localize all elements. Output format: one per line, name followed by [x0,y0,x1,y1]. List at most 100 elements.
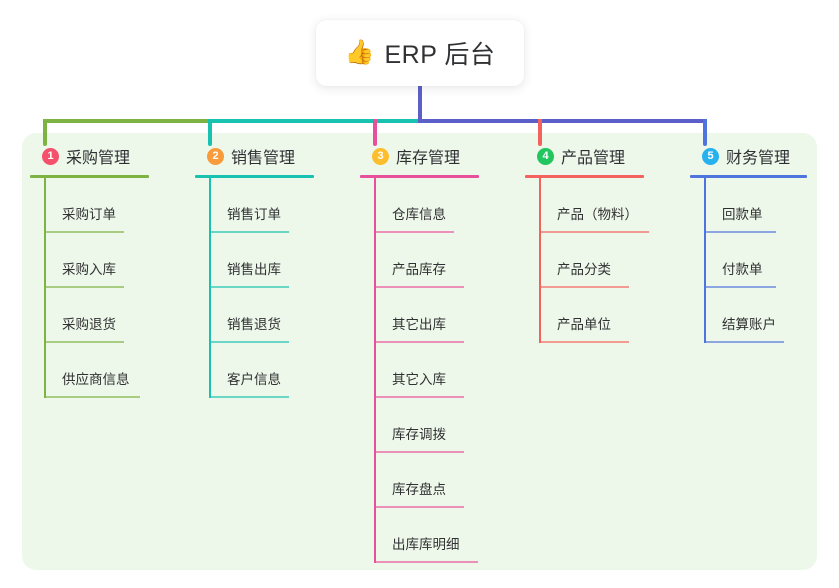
branch-item[interactable]: 销售出库 [195,233,345,288]
branch-item-rule [704,286,776,288]
branch-item[interactable]: 库存调拨 [360,398,510,453]
branch-item-label: 库存调拨 [392,427,446,442]
branch-badge-2: 2 [207,147,224,165]
root-node[interactable]: 👍 ERP 后台 [316,20,524,86]
branch-item-label: 付款单 [722,262,763,277]
branch-rule-3 [360,175,479,178]
branch-item-label: 产品库存 [392,262,446,277]
branch-item-label: 产品（物料） [557,207,638,222]
branch-item-label: 仓库信息 [392,207,446,222]
branch-badge-4: 4 [537,147,554,165]
branch-badge-5: 5 [702,147,719,165]
branch-item[interactable]: 付款单 [690,233,839,288]
branch-item-rule [704,341,784,343]
branch-item[interactable]: 结算账户 [690,288,839,343]
branch-column-3[interactable]: 3 库存管理仓库信息产品库存其它出库其它入库库存调拨库存盘点出库库明细 [360,143,510,563]
branch-item-label: 结算账户 [722,317,776,332]
branch-header-1[interactable]: 1 采购管理 [30,143,180,169]
branch-item-rule [44,286,124,288]
branch-header-5[interactable]: 5 财务管理 [690,143,839,169]
branch-item[interactable]: 供应商信息 [30,343,180,398]
branch-item-rule [209,231,289,233]
branch-item[interactable]: 采购入库 [30,233,180,288]
branch-header-3[interactable]: 3 库存管理 [360,143,510,169]
branch-item-label: 出库库明细 [392,537,460,552]
branch-rule-5 [690,175,807,178]
branch-item-label: 采购订单 [62,207,116,222]
branch-item[interactable]: 仓库信息 [360,178,510,233]
connector-drop-2 [208,119,212,146]
connector-segment-3 [418,119,706,123]
branch-item[interactable]: 采购订单 [30,178,180,233]
branch-item-label: 供应商信息 [62,372,130,387]
branch-item-rule [539,231,649,233]
branch-item-label: 库存盘点 [392,482,446,497]
branch-spine-4 [539,178,541,343]
branch-item[interactable]: 出库库明细 [360,508,510,563]
branch-items-1: 采购订单采购入库采购退货供应商信息 [30,178,180,398]
root-stem [418,84,422,123]
branch-item-label: 产品分类 [557,262,611,277]
branch-item[interactable]: 回款单 [690,178,839,233]
branch-item-rule [374,341,464,343]
branch-item-rule [374,506,464,508]
connector-drop-1 [43,119,47,146]
branch-item-rule [374,451,464,453]
branch-item-label: 其它入库 [392,372,446,387]
root-node-title: ERP 后台 [384,41,496,69]
branch-item[interactable]: 产品库存 [360,233,510,288]
connector-segment-2 [209,119,420,123]
branch-column-1[interactable]: 1 采购管理采购订单采购入库采购退货供应商信息 [30,143,180,398]
branch-item-rule [374,561,478,563]
branches-panel [22,133,817,570]
branch-item[interactable]: 客户信息 [195,343,345,398]
branch-item[interactable]: 其它入库 [360,343,510,398]
branch-item[interactable]: 采购退货 [30,288,180,343]
branch-item-rule [44,396,140,398]
branch-column-2[interactable]: 2 销售管理销售订单销售出库销售退货客户信息 [195,143,345,398]
branch-item-label: 采购入库 [62,262,116,277]
branch-badge-3: 3 [372,147,389,165]
branch-rule-1 [30,175,149,178]
branch-title-2: 销售管理 [231,150,296,167]
branch-item[interactable]: 其它出库 [360,288,510,343]
branch-spine-3 [374,178,376,563]
connector-drop-4 [538,119,542,146]
branch-items-5: 回款单付款单结算账户 [690,178,839,343]
connector-drop-5 [703,119,707,146]
branch-item[interactable]: 销售退货 [195,288,345,343]
branch-item-rule [209,286,289,288]
branch-items-2: 销售订单销售出库销售退货客户信息 [195,178,345,398]
branch-item-label: 销售订单 [227,207,281,222]
branch-item-rule [44,231,124,233]
branch-item[interactable]: 产品单位 [525,288,685,343]
branch-item-rule [209,341,289,343]
branch-items-3: 仓库信息产品库存其它出库其它入库库存调拨库存盘点出库库明细 [360,178,510,563]
branch-rule-4 [525,175,644,178]
branch-column-5[interactable]: 5 财务管理回款单付款单结算账户 [690,143,839,343]
branch-title-5: 财务管理 [726,150,791,167]
branch-item-label: 销售出库 [227,262,281,277]
branch-item-label: 采购退货 [62,317,116,332]
branch-header-2[interactable]: 2 销售管理 [195,143,345,169]
branch-spine-5 [704,178,706,343]
branch-item[interactable]: 产品（物料） [525,178,685,233]
branch-item[interactable]: 产品分类 [525,233,685,288]
branch-item-label: 回款单 [722,207,763,222]
branch-title-1: 采购管理 [66,150,131,167]
connector-drop-3 [373,119,377,146]
branch-item-rule [704,231,776,233]
branch-item-rule [209,396,289,398]
branch-item-label: 其它出库 [392,317,446,332]
connector-segment-1 [44,119,209,123]
branch-item-rule [44,341,124,343]
branch-item[interactable]: 销售订单 [195,178,345,233]
branch-badge-1: 1 [42,147,59,165]
branch-item-rule [539,286,629,288]
branch-title-3: 库存管理 [396,150,461,167]
branch-rule-2 [195,175,314,178]
branch-item[interactable]: 库存盘点 [360,453,510,508]
